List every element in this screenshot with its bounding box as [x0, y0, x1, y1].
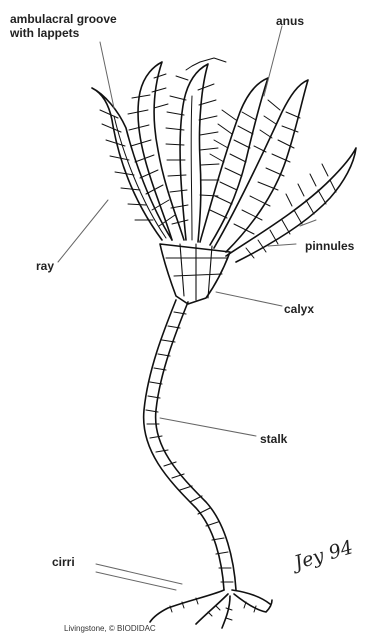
leader-ray [58, 200, 108, 262]
label-ambulacral-groove: ambulacral groove with lappets [10, 12, 117, 40]
arm-left [92, 88, 172, 240]
label-ambulacral-line2: with lappets [10, 26, 117, 40]
label-calyx: calyx [284, 302, 314, 316]
credit-text: Livingstone, © BIODIDAC [64, 622, 156, 636]
leader-cirri [96, 564, 182, 590]
label-anus: anus [276, 14, 304, 28]
label-ray: ray [36, 259, 54, 273]
label-stalk: stalk [260, 432, 287, 446]
leader-ambulacral [100, 42, 114, 108]
leader-stalk [160, 418, 256, 436]
label-pinnules: pinnules [305, 239, 354, 253]
arm-right-center [200, 78, 268, 245]
cirri [150, 590, 272, 628]
leader-anus [264, 26, 282, 96]
arm-right [214, 80, 308, 252]
label-ambulacral-line1: ambulacral groove [10, 12, 117, 26]
stalk [144, 300, 236, 590]
leader-calyx [216, 292, 282, 306]
arm-center [180, 64, 208, 242]
label-cirri: cirri [52, 555, 75, 569]
